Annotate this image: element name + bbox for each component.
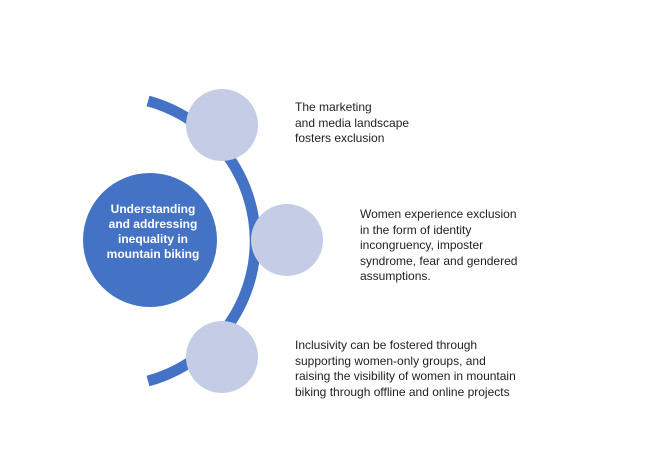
center-circle [83, 173, 217, 307]
node-circle-3 [186, 321, 258, 393]
node-text-3: Inclusivity can be fostered through supp… [295, 338, 516, 399]
node-text-2: Women experience exclusion in the form o… [360, 207, 518, 284]
node-circle-2 [251, 204, 323, 276]
center-label: Understanding and addressing inequality … [106, 202, 200, 261]
node-text-1: The marketing and media landscape foster… [295, 100, 410, 146]
node-circle-1 [186, 89, 258, 161]
